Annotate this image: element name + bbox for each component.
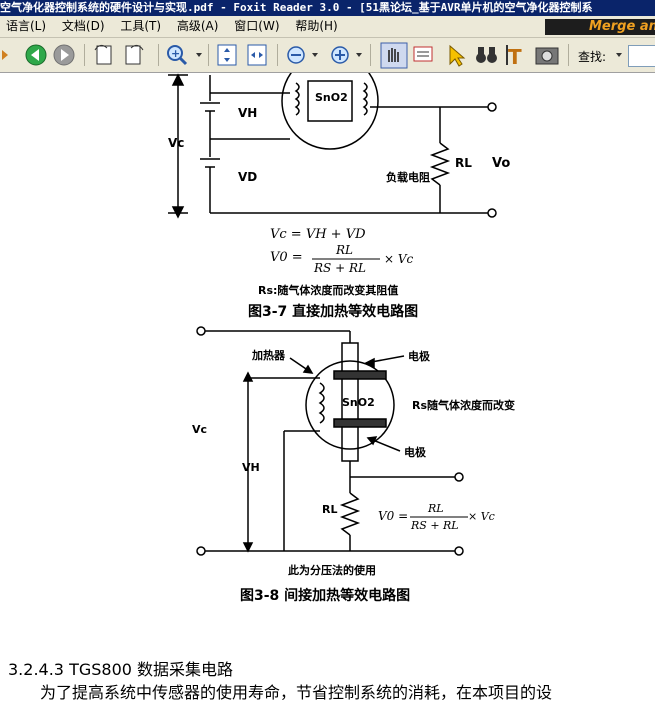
fig37-sensor-label: SnO2 bbox=[315, 91, 348, 104]
fig37-equation-2-lhs: V0 = bbox=[270, 250, 303, 265]
menu-help[interactable]: 帮助(H) bbox=[295, 19, 338, 33]
menu-window[interactable]: 窗口(W) bbox=[234, 19, 280, 33]
back-icon[interactable] bbox=[25, 44, 47, 66]
fig37-equation-1: Vc = VH + VD bbox=[270, 227, 366, 242]
rotate-right-icon[interactable] bbox=[125, 44, 144, 65]
fig38-electrode-top-label: 电极 bbox=[408, 350, 430, 363]
zoom-in-icon[interactable] bbox=[331, 46, 349, 64]
pointer-icon[interactable] bbox=[449, 44, 466, 67]
menu-language[interactable]: 语言(L) bbox=[6, 19, 47, 33]
fig37-equation-2-den: RS + RL bbox=[314, 261, 366, 275]
menu-bar: 语言(L) 文档(D) 工具(T) 高级(A) 窗口(W) 帮助(H) Merg… bbox=[0, 16, 655, 38]
fig38-electrode-bottom-label: 电极 bbox=[404, 446, 426, 459]
fig37-vd-label: VD bbox=[238, 170, 258, 184]
fig37-load-label: 负载电阻 bbox=[386, 171, 430, 184]
window-title: 空气净化器控制系统的硬件设计与实现.pdf - Foxit Reader 3.0… bbox=[0, 1, 593, 14]
fig38-divider-note: 此为分压法的使用 bbox=[288, 564, 376, 577]
fit-width-icon[interactable] bbox=[247, 44, 267, 66]
zoom-out-icon[interactable] bbox=[287, 46, 305, 64]
toolbar-icons: + T bbox=[2, 42, 622, 69]
find-input[interactable] bbox=[628, 45, 655, 67]
circuit-figures bbox=[168, 73, 497, 556]
fig38-equation-den: RS + RL bbox=[411, 519, 459, 532]
merge-logo: Merge and bbox=[545, 19, 655, 35]
fit-page-icon[interactable] bbox=[217, 44, 237, 66]
fig37-vh-label: VH bbox=[238, 106, 258, 120]
zoom-icon[interactable]: + bbox=[167, 45, 188, 66]
select-text-icon[interactable] bbox=[413, 46, 433, 62]
fig38-equation-lhs: V0 = bbox=[378, 509, 409, 523]
section-heading: 3.2.4.3 TGS800 数据采集电路 bbox=[8, 660, 234, 679]
svg-text:T: T bbox=[508, 45, 522, 69]
fig37-circuit bbox=[168, 73, 497, 219]
snapshot-icon[interactable] bbox=[535, 47, 559, 65]
fig38-circuit bbox=[196, 326, 464, 556]
find-binoculars-icon[interactable] bbox=[476, 47, 497, 63]
fig38-rs-change-label: Rs随气体浓度而改变 bbox=[412, 399, 516, 412]
body-paragraph: 为了提高系统中传感器的使用寿命，节省控制系统的消耗，在本项目的设 bbox=[40, 683, 553, 702]
fig38-vh-label: VH bbox=[242, 461, 260, 474]
window-title-bar: 空气净化器控制系统的硬件设计与实现.pdf - Foxit Reader 3.0… bbox=[0, 0, 655, 16]
menu-tools[interactable]: 工具(T) bbox=[120, 19, 162, 33]
fig37-caption: 图3-7 直接加热等效电路图 bbox=[248, 304, 419, 320]
menu-advanced[interactable]: 高级(A) bbox=[176, 19, 219, 33]
fig38-vc-label: Vc bbox=[192, 423, 208, 436]
rotate-left-icon[interactable] bbox=[94, 44, 112, 65]
fig38-heater-label: 加热器 bbox=[252, 349, 285, 362]
expand-arrow-icon[interactable] bbox=[2, 50, 8, 60]
fig38-equation-rhs: × Vc bbox=[468, 510, 495, 523]
fig37-equation-2-rhs: × Vc bbox=[384, 252, 414, 266]
fig38-rl-label: RL bbox=[322, 503, 338, 516]
fig37-rs-note: Rs:随气体浓度而改变其阻值 bbox=[258, 284, 399, 297]
fig37-vc-label: Vc bbox=[168, 136, 185, 150]
pdf-page: Vc VH VD SnO2 RL Vo 负载电阻 Vc = VH + VD V0… bbox=[0, 73, 655, 702]
fig37-rl-label: RL bbox=[455, 156, 472, 170]
svg-text:+: + bbox=[171, 47, 180, 60]
fig38-sensor-label: SnO2 bbox=[342, 396, 375, 409]
find-label: 查找: bbox=[578, 50, 607, 64]
fig38-caption: 图3-8 间接加热等效电路图 bbox=[240, 588, 411, 604]
fig38-equation-num: RL bbox=[428, 502, 444, 515]
toolbar: + T 查找: bbox=[0, 38, 655, 73]
menu-document[interactable]: 文档(D) bbox=[61, 19, 105, 33]
fig37-vo-label: Vo bbox=[492, 156, 511, 171]
hand-tool-icon[interactable] bbox=[380, 42, 408, 69]
fig37-equation-2-num: RL bbox=[336, 243, 354, 257]
forward-icon[interactable] bbox=[53, 44, 75, 66]
typewriter-icon[interactable]: T bbox=[506, 45, 522, 69]
